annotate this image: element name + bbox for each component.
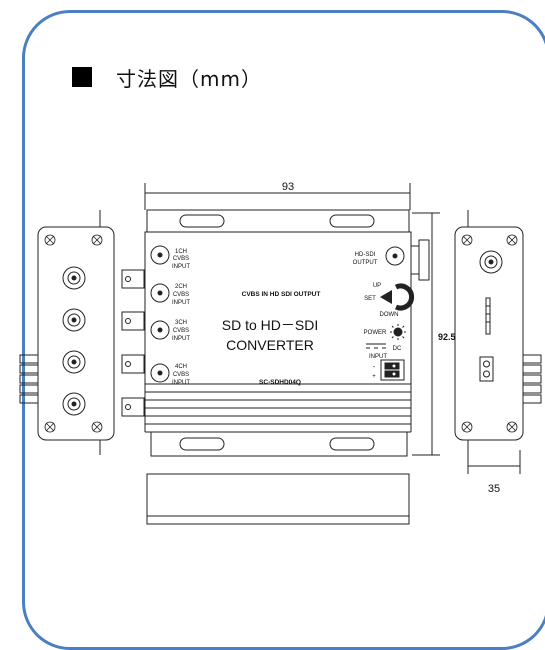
depth-dimension-label: 35 — [488, 483, 500, 495]
product-name-line1: SD to HD－SDI — [222, 317, 318, 333]
dimension-drawing: 93 92.5 35 1CH CVBS INPUT 2CH CVBS INPUT… — [19, 181, 542, 525]
front-fins — [144, 383, 412, 433]
ch2-label-line1: 2CH — [175, 284, 187, 290]
dc-input-label: INPUT — [369, 354, 387, 360]
power-led — [393, 327, 403, 337]
ch2-label-line2: CVBS — [173, 292, 189, 298]
left-bnc-connectors — [62, 266, 86, 416]
io-banner-text: CVBS IN HD SDI OUTPUT — [242, 291, 321, 298]
set-label: SET — [364, 296, 376, 302]
section-heading: 寸法図（mm） — [72, 62, 262, 92]
width-dimension-label: 93 — [282, 181, 294, 193]
bottom-view — [146, 473, 410, 525]
dc-label: DC — [393, 346, 402, 352]
hd-out-label-line1: HD-SDI — [355, 252, 376, 258]
height-dimension-label: 92.5 — [438, 332, 456, 342]
ch3-label-line2: CVBS — [173, 328, 189, 334]
right-side-view — [454, 210, 542, 474]
left-vent-fins — [19, 354, 39, 404]
ch1-label-line1: 1CH — [175, 249, 187, 255]
ch1-label-line3: INPUT — [172, 264, 190, 270]
hd-out-label-line2: OUTPUT — [353, 260, 378, 266]
ch4-label-line3: INPUT — [172, 380, 190, 386]
left-side-view — [19, 210, 115, 455]
right-dc-terminal — [479, 356, 494, 382]
ch2-label-line3: INPUT — [172, 300, 190, 306]
front-view — [121, 183, 440, 457]
model-number: SC-SDHD04Q — [259, 379, 301, 386]
right-vent-fins — [522, 354, 542, 404]
ch3-label-line1: 3CH — [175, 320, 187, 326]
ch1-label-line2: CVBS — [173, 256, 189, 262]
ch4-label-line1: 4CH — [175, 364, 187, 370]
right-set-switch — [485, 297, 491, 335]
up-label: UP — [373, 283, 381, 289]
heading-title: 寸法図（mm） — [116, 66, 262, 91]
product-name-line2: CONVERTER — [226, 337, 314, 353]
down-label: DOWN — [380, 312, 399, 318]
right-bnc-connector — [479, 250, 503, 274]
plus-label: + — [372, 374, 376, 380]
minus-label: - — [373, 364, 376, 371]
output-jack — [385, 246, 405, 266]
ch4-label-line2: CVBS — [173, 372, 189, 378]
input-jacks — [150, 245, 170, 383]
dc-terminal-block — [380, 359, 405, 381]
bullet-square-icon — [72, 67, 92, 87]
set-knob — [394, 283, 415, 311]
content-card — [22, 10, 545, 650]
ch3-label-line3: INPUT — [172, 336, 190, 342]
power-label: POWER — [364, 330, 387, 336]
